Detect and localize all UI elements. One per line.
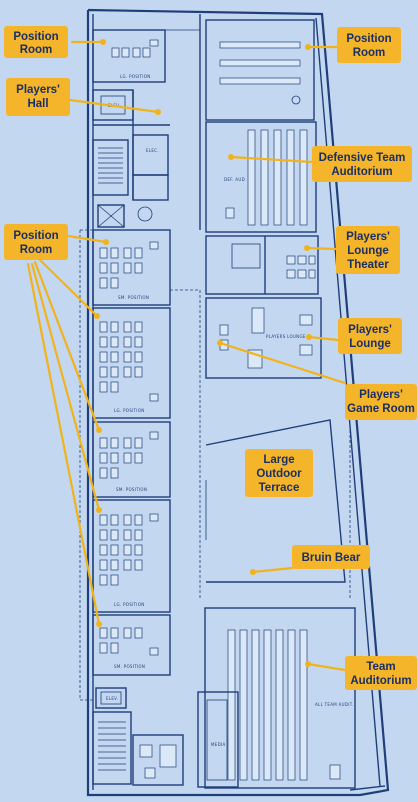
svg-text:Players': Players' [348,324,392,336]
svg-text:Room: Room [20,244,53,256]
def-aud-rows [247,129,308,226]
svg-text:Auditorium: Auditorium [350,675,411,687]
label-position-room-left: Position Room [4,224,68,260]
tag-def-aud: DEF. AUD [224,177,245,182]
tag-elec: ELEC. [146,148,159,153]
desk-group-sm-1 [99,241,159,289]
svg-text:Theater: Theater [347,259,389,271]
tiered-seats-top [219,41,301,85]
label-players-hall: Players' Hall [6,78,70,116]
svg-text:Bruin Bear: Bruin Bear [302,552,361,564]
tag-sm-position-2: SM. POSITION [116,487,147,492]
tag-media: MEDIA [211,742,225,747]
label-team-auditorium: Team Auditorium [345,656,417,690]
label-players-game-room: Players' Game Room [345,384,417,420]
svg-text:Hall: Hall [27,98,48,110]
tag-lg-position-top: LG. POSITION [120,74,151,79]
desk-group-sm-3 [99,431,159,479]
svg-text:Auditorium: Auditorium [331,166,392,178]
tag-lg-position-2: LG. POSITION [114,408,145,413]
desk-group-sm-5 [99,627,159,656]
theater-seats [286,255,316,279]
stairs-bottom [98,721,126,771]
svg-text:Outdoor: Outdoor [256,468,302,480]
tag-sm-position-1: SM. POSITION [118,295,149,300]
svg-text:Lounge: Lounge [349,338,391,350]
label-bruin-bear: Bruin Bear [292,545,370,569]
label-large-outdoor-terrace: Large Outdoor Terrace [245,449,313,497]
svg-text:Game Room: Game Room [347,403,415,415]
label-position-room-top-left: Position Room [4,26,68,58]
svg-text:Players': Players' [359,389,403,401]
right-rooms: DEF. AUD PLAYERS LOUNGE TERRACE [197,19,356,789]
svg-text:Lounge: Lounge [347,245,389,257]
team-aud-rows [227,629,308,781]
svg-text:Terrace: Terrace [259,482,300,494]
label-players-lounge: Players' Lounge [338,318,402,354]
leader-lines [26,39,347,672]
tag-elev-bottom: ELEV. [106,696,118,701]
tag-all-team-aud: ALL TEAM AUDIT. [315,702,354,707]
stairs-top [98,147,123,184]
label-defensive-team-auditorium: Defensive Team Auditorium [312,146,412,182]
svg-text:Players': Players' [16,84,60,96]
tag-players-lounge: PLAYERS LOUNGE [266,334,306,339]
label-position-room-top-right: Position Room [337,27,401,63]
tag-sm-position-3: SM. POSITION [114,664,145,669]
svg-text:Players': Players' [346,231,390,243]
svg-text:Team: Team [366,661,395,673]
desk-group-lg-2 [99,321,159,402]
svg-text:Position: Position [346,33,391,45]
tag-lg-position-3: LG. POSITION [114,602,145,607]
left-rooms: LG. POSITION ELEV. ELEC. [92,14,201,786]
svg-text:Position: Position [13,31,58,43]
desk-group-top [111,39,159,58]
svg-text:Room: Room [20,44,53,56]
label-players-lounge-theater: Players' Lounge Theater [336,226,400,274]
svg-text:Position: Position [13,230,58,242]
svg-text:Room: Room [353,47,386,59]
svg-text:Large: Large [263,454,294,466]
desk-group-lg-4 [99,513,159,586]
svg-text:Defensive Team: Defensive Team [319,152,406,164]
